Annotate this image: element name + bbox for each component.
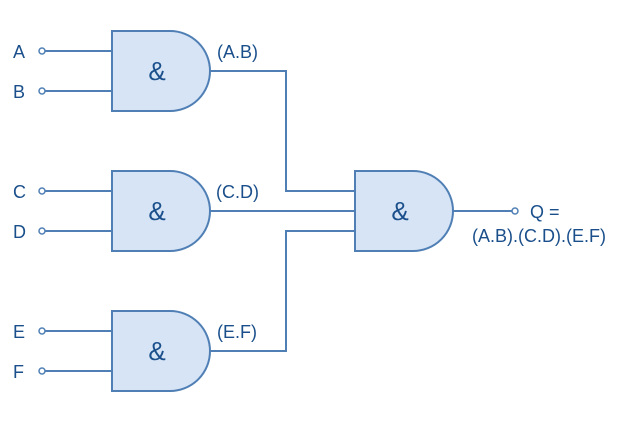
gate-3-output-label: (E.F) bbox=[217, 322, 257, 342]
gate-2-symbol: & bbox=[148, 196, 165, 226]
and-gate-4 bbox=[354, 170, 454, 252]
gate-1-output-label: (A.B) bbox=[217, 42, 258, 62]
output-q-label: Q = bbox=[530, 202, 560, 222]
output-q-terminal bbox=[511, 207, 519, 215]
gate-3-symbol: & bbox=[148, 336, 165, 366]
input-b-terminal bbox=[38, 87, 46, 95]
input-c-terminal bbox=[38, 187, 46, 195]
and-gate-3 bbox=[111, 310, 211, 392]
input-label-e: E bbox=[13, 322, 25, 342]
input-label-f: F bbox=[13, 362, 24, 382]
input-e-terminal bbox=[38, 327, 46, 335]
and-gate-1 bbox=[111, 30, 211, 112]
wire-ab-to-final bbox=[210, 70, 355, 192]
gate-1-symbol: & bbox=[148, 56, 165, 86]
input-label-a: A bbox=[13, 42, 25, 62]
input-d-terminal bbox=[38, 227, 46, 235]
gate-2-output-label: (C.D) bbox=[216, 182, 259, 202]
input-a-terminal bbox=[38, 47, 46, 55]
gate-4-symbol: & bbox=[391, 196, 408, 226]
input-f-terminal bbox=[38, 367, 46, 375]
and-gate-2 bbox=[111, 170, 211, 252]
input-label-c: C bbox=[13, 182, 26, 202]
wire-ef-to-final bbox=[210, 230, 355, 352]
input-label-b: B bbox=[13, 82, 25, 102]
input-label-d: D bbox=[13, 222, 26, 242]
output-expression-label: (A.B).(C.D).(E.F) bbox=[472, 226, 606, 246]
